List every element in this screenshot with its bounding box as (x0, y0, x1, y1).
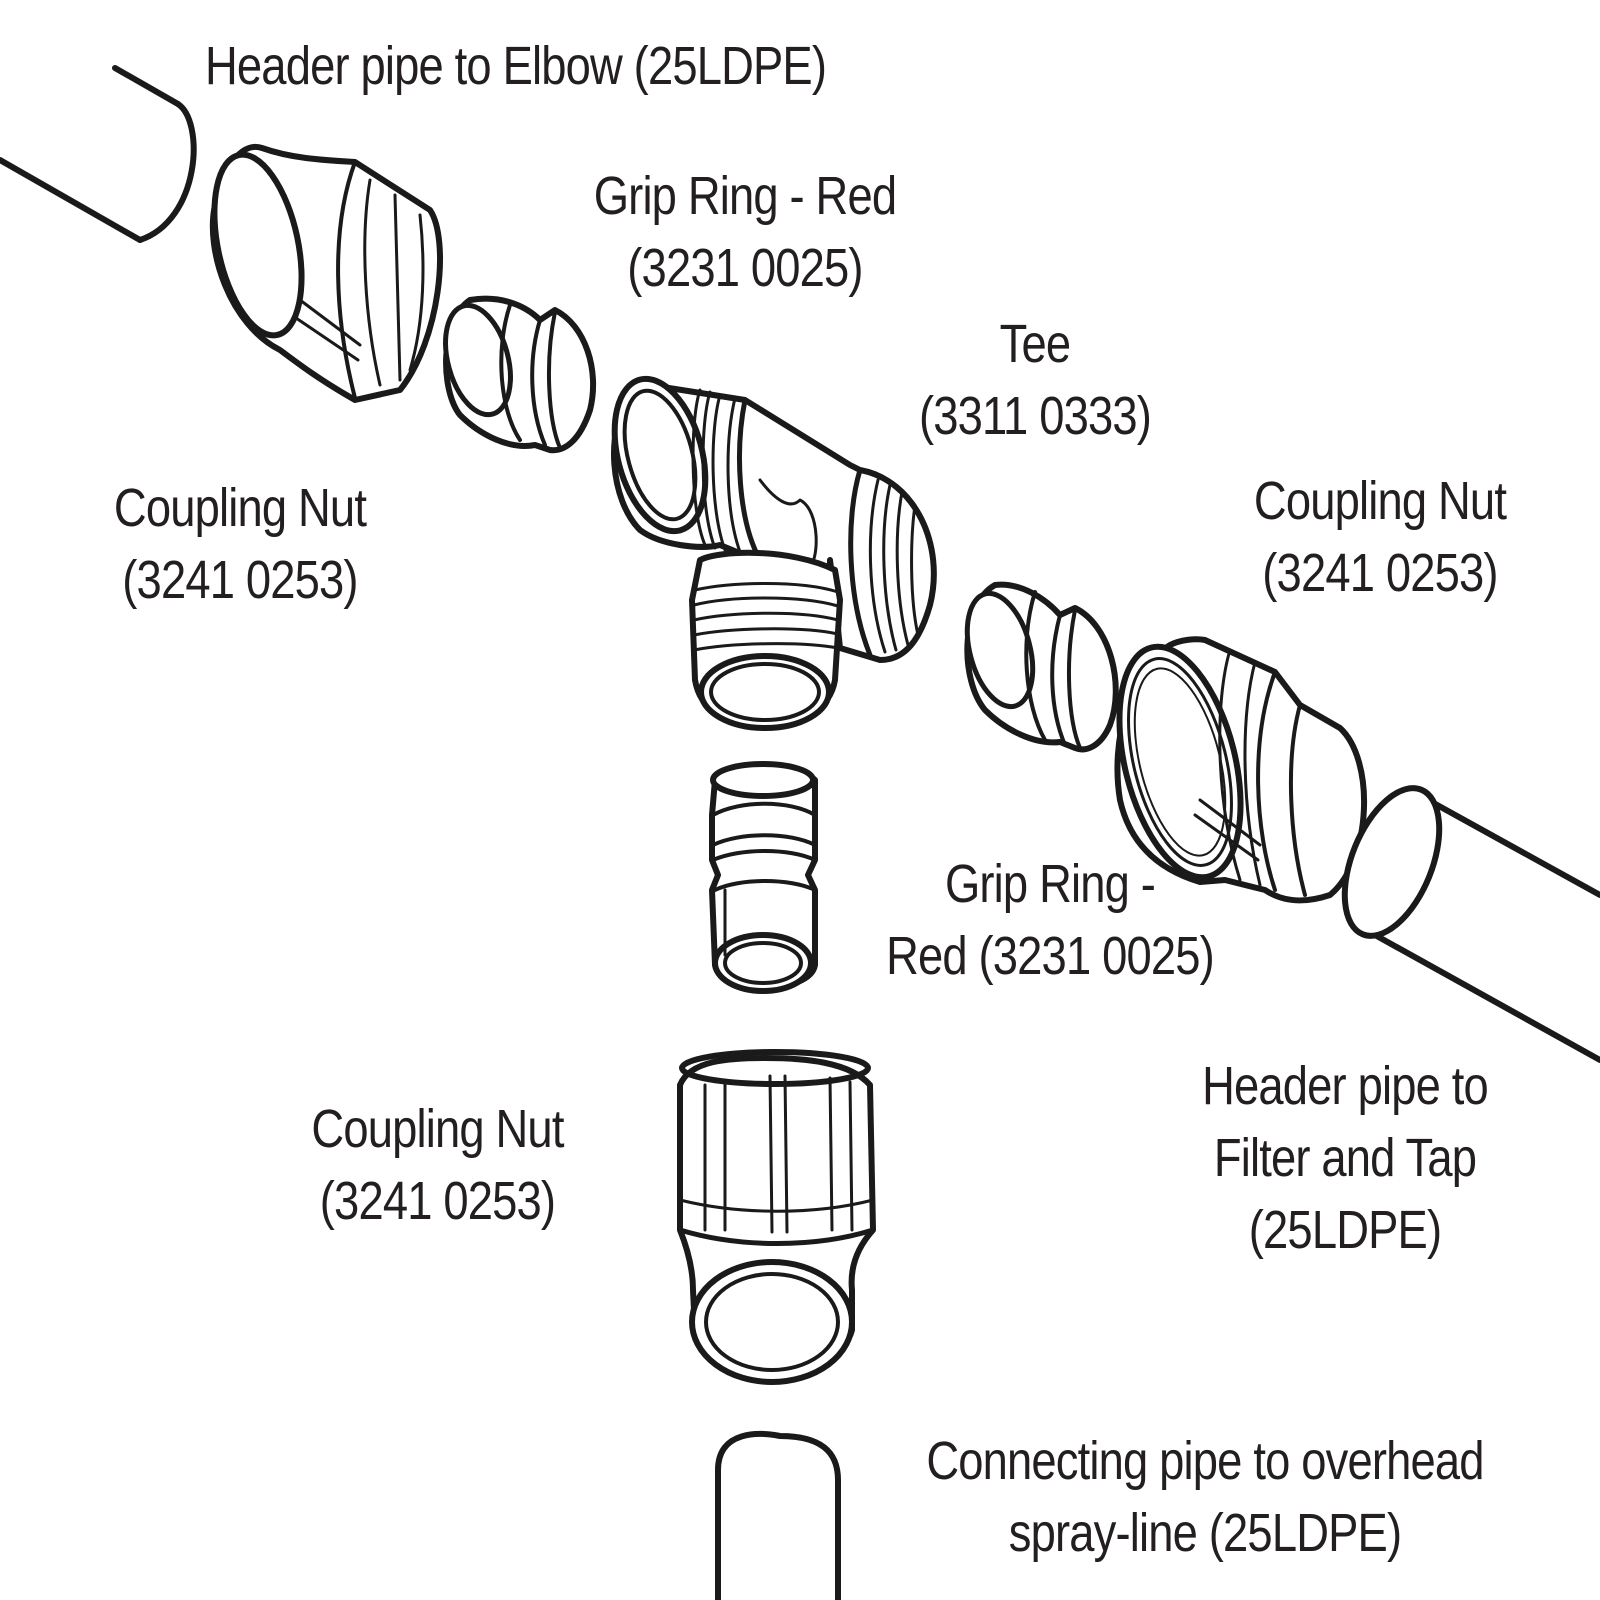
label-coupling-nut-left: Coupling Nut (3241 0253) (113, 478, 367, 610)
coupling-nut-right (1114, 636, 1368, 904)
label-coupling-nut-right: Coupling Nut (3241 0253) (1253, 471, 1507, 603)
label-coupling-nut-bottom: Coupling Nut (3241 0253) (311, 1099, 564, 1231)
header-pipe-elbow (0, 65, 197, 243)
label-connecting-pipe: Connecting pipe to overhead spray-line (… (926, 1431, 1484, 1563)
grip-ring-right (964, 581, 1119, 753)
label-grip-ring-top: Grip Ring - Red (3231 0025) (593, 166, 897, 298)
label-header-pipe-filter: Header pipe to Filter and Tap (25LDPE) (1202, 1056, 1489, 1260)
header-pipe-filter (1341, 785, 1600, 1063)
coupling-nut-left (209, 143, 443, 403)
grip-ring-bottom (709, 761, 818, 994)
coupling-nut-bottom (677, 1049, 876, 1385)
connecting-pipe (715, 1430, 841, 1600)
label-tee: Tee (3311 0333) (918, 314, 1152, 446)
tee-fitting (611, 375, 937, 731)
label-header-pipe-elbow: Header pipe to Elbow (25LDPE) (205, 36, 827, 96)
grip-ring-top (443, 295, 596, 454)
label-grip-ring-bottom: Grip Ring - Red (3231 0025) (886, 854, 1215, 986)
